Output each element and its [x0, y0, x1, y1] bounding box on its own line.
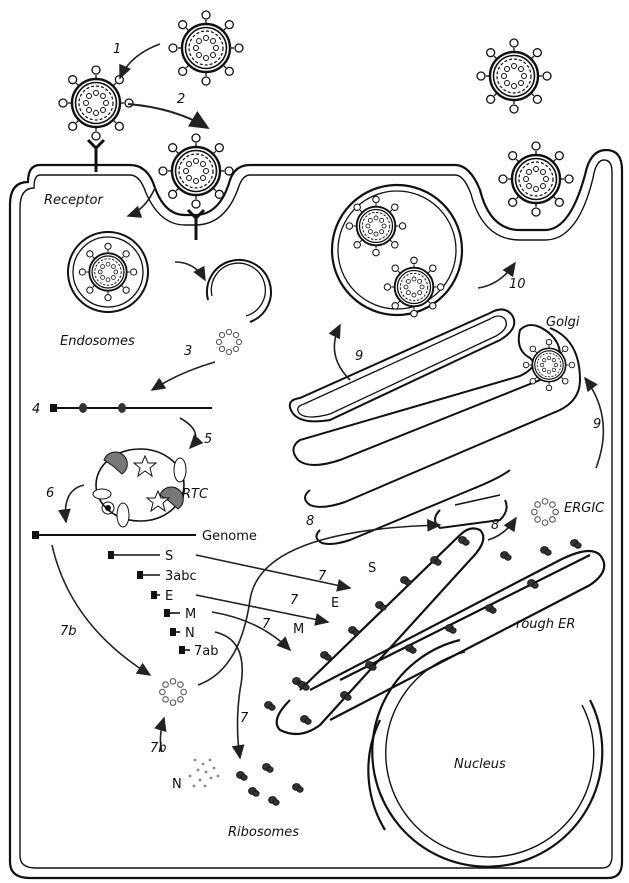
nucleus-label: Nucleus: [454, 757, 506, 772]
virion-released-1: [477, 39, 551, 113]
step-4: 4: [32, 402, 40, 417]
step-numbers: 1 2 3 4 5 6 7 7 7 7 7b 7b 8 8 9 9 10: [32, 42, 601, 756]
step-2: 2: [177, 92, 185, 107]
ergic-label: ERGIC: [564, 501, 605, 516]
virion-endocytosis: [159, 134, 233, 208]
step-7b-bottom: 7b: [150, 741, 167, 756]
incoming-genome: [50, 403, 212, 413]
m-protein-label: M: [293, 622, 304, 637]
nucleocapsid-free: [160, 679, 187, 706]
step-8-left: 8: [306, 514, 314, 529]
golgi-apparatus: [290, 309, 580, 544]
step-8-right: 8: [491, 518, 499, 533]
sgmrna-n-label: N: [185, 626, 195, 641]
virion-bound: [59, 66, 133, 140]
step-3: 3: [184, 344, 192, 359]
step-7b-top: 7b: [60, 624, 77, 639]
virion-golgi: [523, 339, 574, 390]
rna-labels: Genome S 3abc E M N 7ab: [165, 529, 257, 659]
sgmrna-s-label: S: [165, 549, 173, 564]
nucleocapsid-ergic: [532, 499, 559, 526]
step-7-m: 7: [262, 617, 271, 632]
step-9-right: 9: [593, 417, 601, 432]
rtc-complex: [93, 449, 186, 527]
sgmrna-e-label: E: [165, 589, 173, 604]
step-7-e: 7: [290, 593, 299, 608]
virion-released-2: [499, 142, 573, 216]
virion-extracellular-1: [169, 11, 243, 85]
endosome-fusing: [207, 260, 271, 355]
rna-genome: [32, 531, 196, 539]
sgmrna-m-label: M: [185, 607, 196, 622]
e-protein-label: E: [331, 596, 339, 611]
nucleus: [368, 640, 602, 867]
exocytic-vesicle: [332, 185, 462, 317]
step-6: 6: [46, 486, 54, 501]
step-10: 10: [509, 277, 526, 292]
step-5: 5: [204, 432, 212, 447]
endosomes-label: Endosomes: [60, 334, 135, 349]
free-ribosomes: [237, 764, 304, 806]
ribosomes-label: Ribosomes: [228, 825, 299, 840]
pathway-arrows: [52, 44, 603, 758]
rough-er-label: rough ER: [516, 617, 575, 632]
golgi-label: Golgi: [546, 315, 580, 330]
step-9-left: 9: [355, 349, 363, 364]
sgmrna-3abc-label: 3abc: [165, 569, 197, 584]
genome-label: Genome: [202, 529, 257, 544]
endosome: [68, 232, 148, 312]
step-7-n: 7: [240, 711, 249, 726]
free-n-proteins: [189, 759, 220, 788]
sgmrna-7ab-label: 7ab: [194, 644, 219, 659]
n-protein-label: N: [172, 777, 182, 792]
s-protein-label: S: [368, 561, 376, 576]
step-7-s: 7: [318, 569, 327, 584]
step-1: 1: [113, 42, 121, 57]
receptor-label: Receptor: [44, 193, 104, 208]
rtc-label: RTC: [182, 487, 209, 502]
